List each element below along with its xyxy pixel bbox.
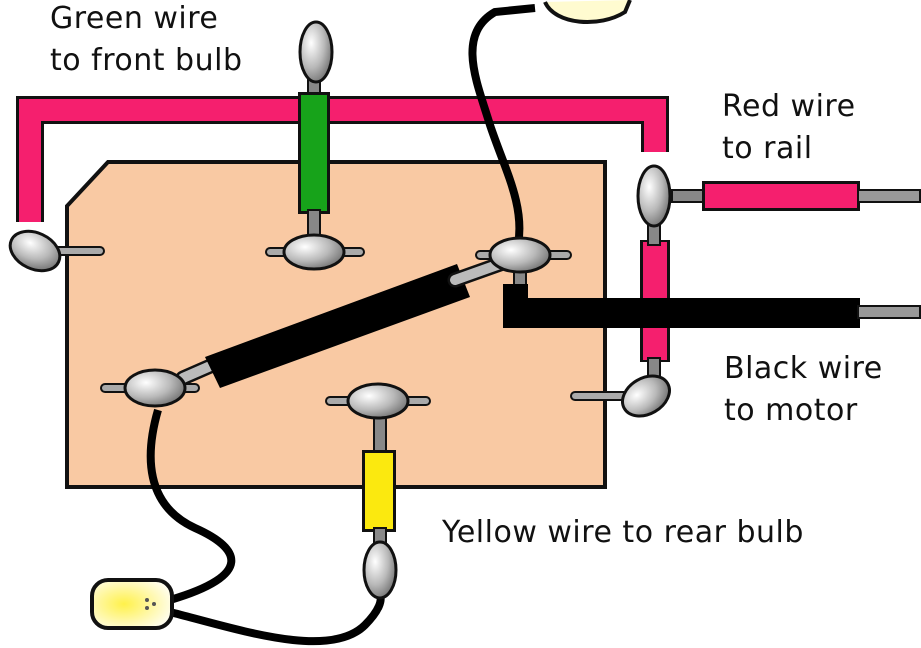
bulb-return-wire	[169, 593, 385, 646]
rear-bulb	[90, 578, 174, 630]
black-wire-label-line1: Black wire	[724, 351, 883, 386]
red-wire-label-line2: to rail	[722, 131, 813, 166]
switch-lever	[175, 256, 508, 388]
black-wire	[503, 271, 921, 328]
green-wire-label-line2: to front bulb	[50, 43, 243, 78]
lower-black-wire	[146, 408, 236, 604]
yellow-wire-label: Yellow wire to rear bulb	[441, 515, 804, 550]
yellow-wire	[362, 411, 396, 553]
front-bulb	[543, 0, 632, 25]
black-wire-label-line2: to motor	[724, 393, 858, 428]
connector-plugs	[298, 20, 672, 600]
top-black-wire	[468, 4, 536, 246]
red-wire-label-line1: Red wire	[722, 89, 856, 124]
green-wire-label-line1: Green wire	[50, 1, 218, 36]
contacts	[8, 229, 671, 420]
